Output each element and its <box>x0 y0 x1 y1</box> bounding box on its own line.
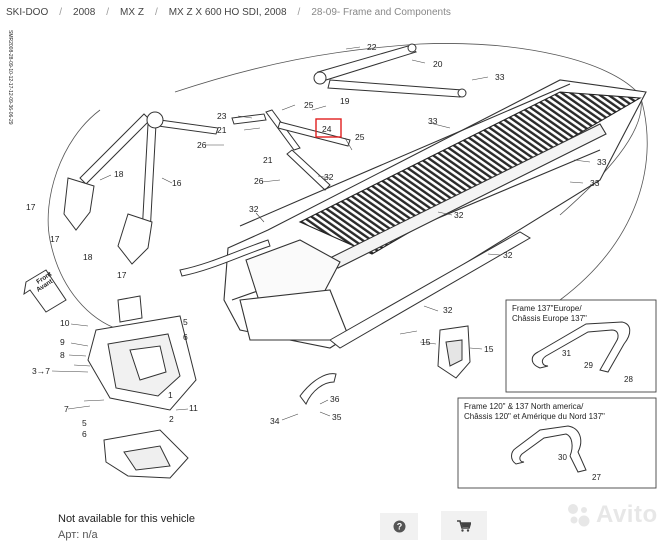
callout-label[interactable]: 19 <box>340 96 350 106</box>
inset1-callout[interactable]: 29 <box>584 361 593 370</box>
avito-logo-icon <box>568 504 590 527</box>
callout-label[interactable]: 33 <box>428 116 438 126</box>
callout-label[interactable]: 5 <box>183 317 188 327</box>
inset2-callout[interactable]: 27 <box>592 473 601 482</box>
callout-label[interactable]: 6 <box>183 332 188 342</box>
inset1-title-line2: Châssis Europe 137" <box>512 314 587 323</box>
callout-label[interactable]: 22 <box>367 42 377 52</box>
breadcrumb-separator: / <box>59 6 63 18</box>
breadcrumb-item-vehicle[interactable]: MX Z X 600 HO SDI, 2008 <box>168 6 287 18</box>
steering-support-frame <box>63 111 219 265</box>
callout-label[interactable]: 8 <box>60 350 65 360</box>
assembly-outline <box>47 43 648 331</box>
callout-label[interactable]: 32 <box>324 172 334 182</box>
callout-label[interactable]: 21 <box>263 155 273 165</box>
callout-label[interactable]: 32 <box>443 305 453 315</box>
callout-label[interactable]: 6 <box>82 429 87 439</box>
inset-frame-137-europe: Frame 137"Europe/ Châssis Europe 137" 31… <box>505 299 657 393</box>
shopping-cart-icon <box>457 519 471 532</box>
inset-frame-120-137-north-america: Frame 120" & 137 North america/ Châssis … <box>457 397 657 489</box>
callout-label[interactable]: 34 <box>270 416 280 426</box>
lower-front-bracket <box>103 429 189 479</box>
breadcrumb-item-current: 28-09- Frame and Components <box>311 6 451 18</box>
question-circle-icon: ? <box>393 520 405 533</box>
callout-label[interactable]: 11 <box>189 403 198 413</box>
inset1-title-line1: Frame 137"Europe/ <box>512 304 582 313</box>
callout-label[interactable]: 1 <box>168 390 173 400</box>
callout-label[interactable]: 33 <box>597 157 607 167</box>
svg-text:?: ? <box>396 522 402 532</box>
breadcrumb-item-brand[interactable]: SKI-DOO <box>6 6 49 18</box>
help-button[interactable]: ? <box>380 513 418 540</box>
highlighted-callout-box <box>315 118 342 138</box>
callout-label[interactable]: 33 <box>590 178 600 188</box>
callout-label[interactable]: 20 <box>433 59 443 69</box>
callout-label[interactable]: 3→7 <box>32 366 50 376</box>
callout-label[interactable]: 18 <box>114 169 124 179</box>
curved-bracket <box>299 373 337 405</box>
callout-label[interactable]: 9 <box>60 337 65 347</box>
diagram-side-code: SMR2008-28-09-10-12-17-12-09-36-06-29 <box>7 30 13 125</box>
callout-label[interactable]: 32 <box>454 210 464 220</box>
callout-label[interactable]: 36 <box>330 394 340 404</box>
callout-label[interactable]: 7 <box>64 404 69 414</box>
breadcrumb-item-model[interactable]: MX Z <box>120 6 144 18</box>
article-number: Арт: n/a <box>58 529 98 541</box>
rear-bracket <box>437 325 471 379</box>
callout-label[interactable]: 33 <box>495 72 505 82</box>
front-bulkhead <box>87 295 197 411</box>
callout-label[interactable]: 10 <box>60 318 70 328</box>
callout-label[interactable]: 16 <box>172 178 182 188</box>
watermark-text: Avito <box>596 501 658 528</box>
callout-label[interactable]: 17 <box>26 202 36 212</box>
callout-label[interactable]: 17 <box>117 270 127 280</box>
callout-label[interactable]: 17 <box>50 234 60 244</box>
callout-label[interactable]: 2 <box>169 414 174 424</box>
callout-24-highlighted[interactable]: 24 <box>322 124 332 134</box>
chassis-tunnel <box>223 79 647 349</box>
callout-label[interactable]: 15 <box>484 344 494 354</box>
callout-label[interactable]: 23 <box>217 111 227 121</box>
breadcrumb-separator: / <box>106 6 110 18</box>
stringer-assembly <box>231 43 467 191</box>
callout-label[interactable]: 25 <box>304 100 314 110</box>
callout-label[interactable]: 26 <box>254 176 264 186</box>
callout-label[interactable]: 26 <box>197 140 207 150</box>
parts-diagram: SMR2008-28-09-10-12-17-12-09-36-06-29 <box>7 30 657 489</box>
breadcrumb-separator: / <box>297 6 301 18</box>
inset2-callout[interactable]: 30 <box>558 453 567 462</box>
callout-label[interactable]: 15 <box>421 337 431 347</box>
inset2-title-line2: Châssis 120" et Amérique du Nord 137" <box>464 412 605 421</box>
breadcrumb-item-year[interactable]: 2008 <box>73 6 96 18</box>
running-board <box>179 231 531 349</box>
callout-label[interactable]: 35 <box>332 412 342 422</box>
breadcrumb-separator: / <box>154 6 158 18</box>
breadcrumb: SKI-DOO / 2008 / MX Z / MX Z X 600 HO SD… <box>6 4 451 20</box>
availability-status: Not available for this vehicle <box>58 513 195 525</box>
callout-label[interactable]: 25 <box>355 132 365 142</box>
callout-label[interactable]: 18 <box>83 252 93 262</box>
inset1-callout[interactable]: 28 <box>624 375 633 384</box>
inset1-callout[interactable]: 31 <box>562 349 571 358</box>
leader-lines <box>51 46 591 421</box>
callout-label[interactable]: 5 <box>82 418 87 428</box>
add-to-cart-button[interactable] <box>441 511 487 540</box>
avito-watermark: Avito <box>565 501 658 529</box>
callout-label[interactable]: 32 <box>503 250 513 260</box>
front-direction-arrow: Front Avant <box>23 269 67 313</box>
callout-label[interactable]: 32 <box>249 204 259 214</box>
callout-label[interactable]: 21 <box>217 125 227 135</box>
inset2-title-line1: Frame 120" & 137 North america/ <box>464 402 584 411</box>
callout-numbers: 22 20 33 19 23 25 24 33 21 26 25 33 21 1… <box>26 42 607 439</box>
